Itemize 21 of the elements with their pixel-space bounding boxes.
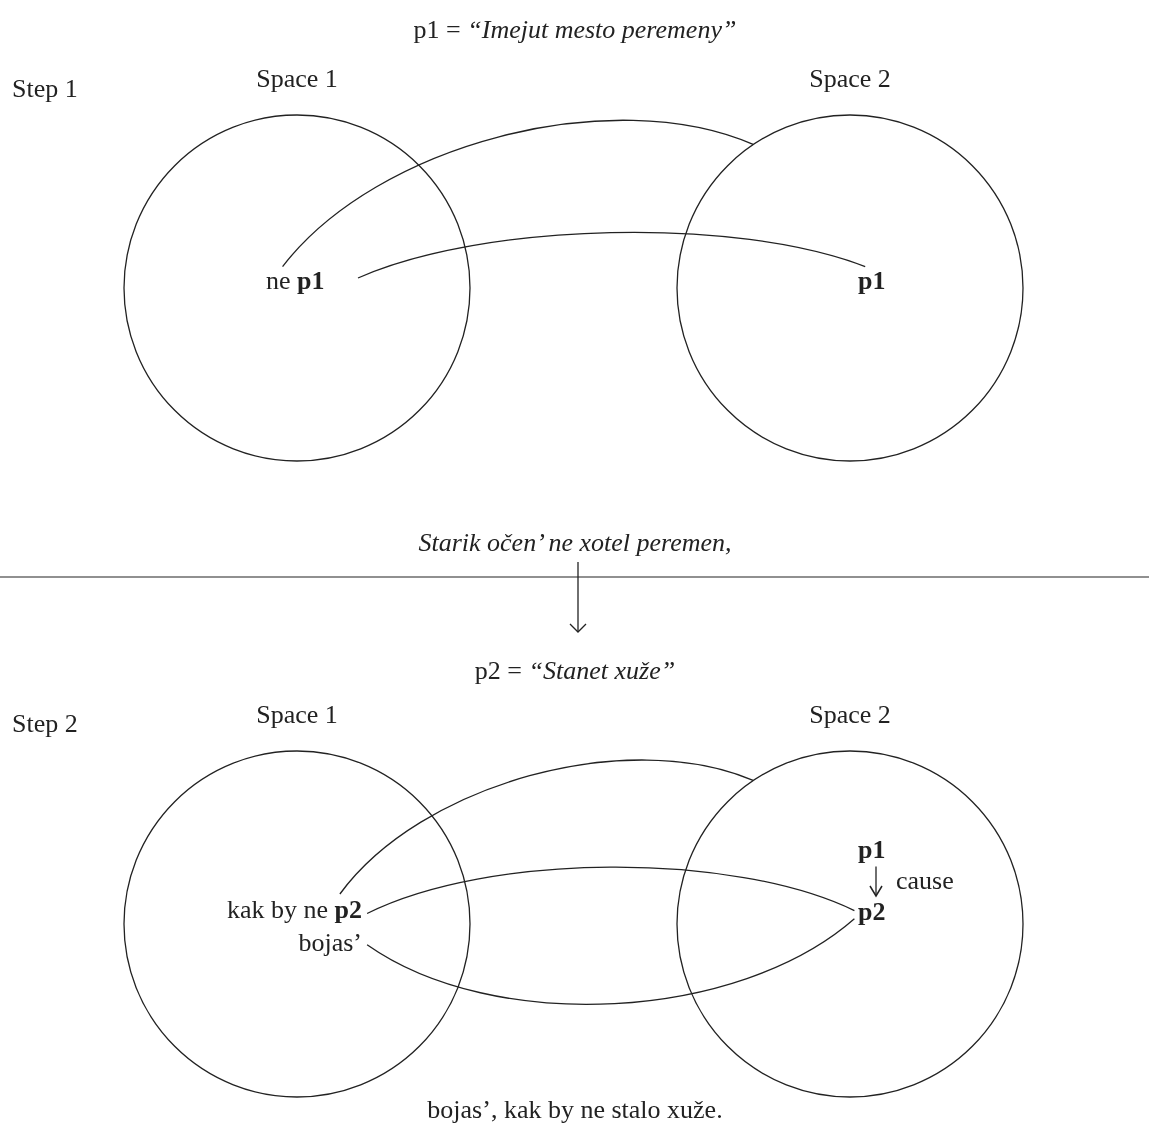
- space-heading: Space 1: [255, 63, 339, 95]
- space-heading: Space 1: [255, 699, 339, 731]
- example-sentence: bojas’, kak by ne stalo xuže.: [427, 1094, 723, 1126]
- step-label: Step 1: [12, 73, 78, 105]
- space-element-text: kak by ne p2 bojas’: [192, 894, 362, 959]
- arrow: [869, 865, 883, 897]
- formula-text: p2 = “Stanet xuže”: [474, 655, 676, 687]
- space-element-text: p2: [858, 896, 894, 929]
- space-element-text: ne p1: [266, 265, 358, 298]
- example-sentence: Starik očen’ ne xotel peremen,: [418, 527, 732, 559]
- step-label: Step 2: [12, 708, 78, 740]
- connector-line: [281, 119, 754, 268]
- space-heading: Space 2: [808, 699, 892, 731]
- connector-line: [357, 231, 866, 279]
- space-heading: Space 2: [808, 63, 892, 95]
- formula-text: p1 = “Imejut mesto peremeny”: [413, 14, 737, 46]
- space-element-text: p1: [858, 834, 894, 867]
- connector-line: [366, 918, 856, 1005]
- space-element-text: p1: [858, 265, 894, 298]
- connector-line: [366, 866, 856, 915]
- connector-line: [339, 759, 754, 895]
